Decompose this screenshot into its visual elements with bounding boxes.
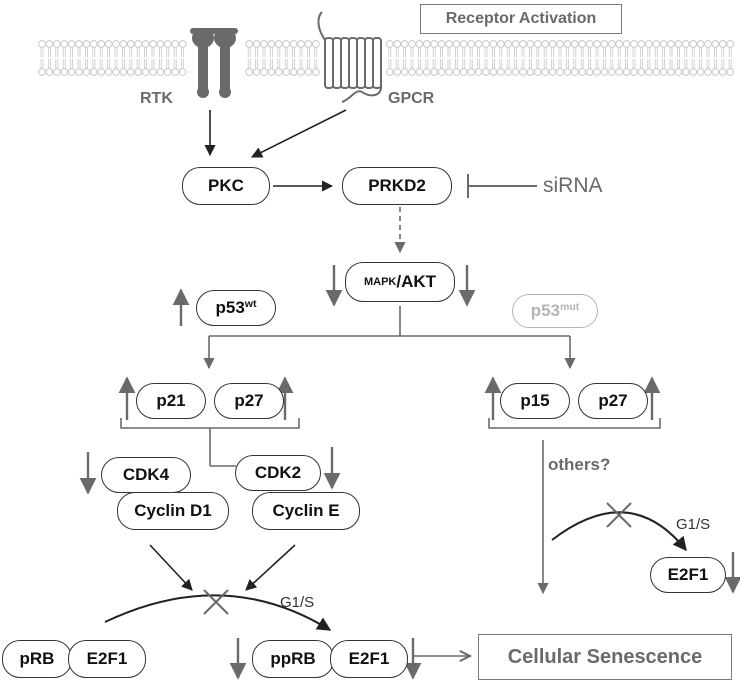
p27-right-node: p27	[578, 383, 648, 419]
akt-label: /AKT	[396, 272, 437, 291]
cellular-senescence-label: Cellular Senescence	[507, 645, 703, 668]
e2f1-mid-label: E2F1	[348, 649, 390, 668]
sirna-label: siRNA	[543, 174, 603, 197]
e2f1-left-node: E2F1	[68, 640, 146, 678]
p15-label: p15	[520, 391, 550, 410]
cyclin-d1-label: Cyclin D1	[134, 501, 212, 520]
pprb-label: ppRB	[270, 649, 316, 668]
blocked-cross-icon	[203, 589, 229, 615]
g1s-transition-arc-right	[551, 511, 687, 552]
cyclin-e-label: Cyclin E	[272, 501, 340, 520]
gpcr-to-pkc-arrow	[250, 109, 347, 158]
prb-node: pRB	[2, 640, 72, 678]
prkd2-label: PRKD2	[368, 176, 426, 195]
p27-right-label: p27	[598, 391, 628, 410]
inhibitor-brackets	[120, 418, 661, 467]
e2f1-left-label: E2F1	[86, 649, 128, 668]
cdk4-to-g1s-arrow	[149, 544, 193, 591]
pkc-label: PKC	[208, 176, 244, 195]
receptor-activation-title: Receptor Activation	[445, 10, 597, 27]
g1s-label-right: G1/S	[676, 516, 711, 533]
p27-left-label: p27	[234, 391, 264, 410]
others-label: others?	[548, 455, 611, 474]
g1s-label-left: G1/S	[280, 594, 315, 611]
e2f1-mid-node: E2F1	[330, 640, 408, 678]
blocked-cross-icon-right	[606, 502, 632, 528]
cellular-senescence-box: Cellular Senescence	[478, 634, 732, 680]
cdk4-node: CDK4	[101, 457, 191, 493]
cdk2-to-g1s-arrow	[245, 544, 296, 591]
sirna-inhibition-line	[467, 174, 537, 198]
gpcr-receptor-icon	[317, 11, 383, 103]
prb-label: pRB	[19, 649, 55, 668]
mapk-label: MAPK	[363, 276, 397, 288]
p53mut-label: p53	[530, 301, 560, 320]
rtk-receptor-icon	[190, 28, 238, 98]
e2f1-right-node: E2F1	[650, 557, 726, 593]
prkd2-node: PRKD2	[342, 167, 452, 205]
pprb-node: ppRB	[252, 640, 334, 678]
receptor-activation-box: Receptor Activation	[420, 4, 622, 34]
mapk-akt-node: MAPK/AKT	[345, 262, 455, 302]
p27-left-node: p27	[214, 383, 284, 419]
p15-node: p15	[500, 383, 570, 419]
rtk-label: RTK	[140, 90, 173, 107]
e2f1-right-label: E2F1	[667, 565, 709, 584]
cell-membrane	[38, 40, 738, 76]
p21-node: p21	[136, 383, 206, 419]
pkc-node: PKC	[182, 167, 270, 205]
cyclin-d1-node: Cyclin D1	[117, 492, 229, 530]
cdk2-label: CDK2	[254, 463, 302, 482]
p21-label: p21	[156, 391, 186, 410]
cdk2-node: CDK2	[235, 455, 321, 491]
gpcr-label: GPCR	[388, 90, 435, 107]
p53wt-label: p53	[215, 298, 245, 317]
cdk4-label: CDK4	[122, 465, 170, 484]
cyclin-e-node: Cyclin E	[252, 492, 360, 530]
mapk-branch-lines	[203, 306, 576, 370]
